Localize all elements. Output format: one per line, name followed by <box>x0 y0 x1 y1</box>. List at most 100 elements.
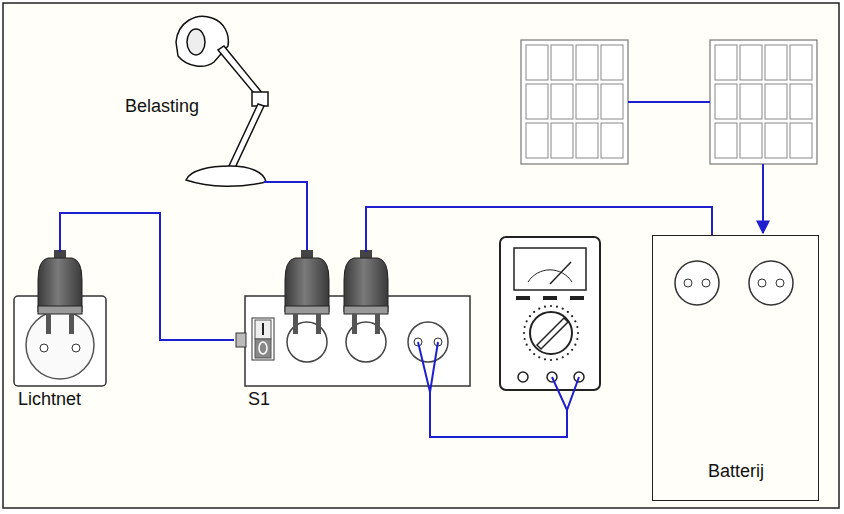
drawing-part <box>776 279 784 287</box>
drawing-part <box>187 29 205 55</box>
node-label: Lichtnet <box>18 390 81 410</box>
drawing-part <box>259 342 267 354</box>
drawing-part <box>574 320 576 322</box>
drawing-part <box>245 296 470 386</box>
panel-wire <box>628 101 710 103</box>
drawing-part <box>218 46 263 98</box>
drawing-part <box>715 45 737 80</box>
probe-wires <box>418 342 579 437</box>
solar-panels <box>521 40 817 164</box>
load-label: Belasting <box>125 97 199 117</box>
lamp-wire <box>264 182 307 250</box>
drawing-part <box>715 123 737 158</box>
panel-arrow <box>762 164 764 233</box>
drawing-part <box>408 322 448 362</box>
drawing-part <box>550 262 571 284</box>
battery-box: Batterij <box>652 235 819 501</box>
wire <box>60 213 234 340</box>
drawing-part <box>26 311 94 379</box>
drawing-part <box>552 377 579 410</box>
drawing-part <box>601 123 623 158</box>
drawing-part <box>544 358 546 360</box>
drawing-part <box>375 314 380 334</box>
drawing-part <box>544 306 546 308</box>
drawing-part <box>562 356 564 358</box>
drawing-part <box>571 349 573 351</box>
drawing-part <box>38 306 82 314</box>
drawing-part <box>316 314 321 334</box>
drawing-part <box>533 353 535 355</box>
drawing-part <box>285 250 329 334</box>
drawing-part <box>529 315 531 317</box>
drawing-part <box>576 326 578 328</box>
drawing-part <box>710 40 817 164</box>
drawing-part <box>526 344 528 346</box>
drawing-part <box>556 358 558 360</box>
drawing-part <box>529 349 531 351</box>
battery-sockets <box>675 261 793 305</box>
drawing-part <box>514 248 586 290</box>
drawing-part <box>765 123 787 158</box>
drawing-part <box>262 323 264 335</box>
drawing-part <box>715 84 737 119</box>
drawing-part <box>550 305 552 307</box>
drawing-part <box>790 123 812 158</box>
drawing-part <box>500 237 600 390</box>
drawing-part <box>526 123 548 158</box>
drawing-part <box>516 296 530 300</box>
power-strip <box>236 296 470 386</box>
drawing-part <box>567 311 569 313</box>
node-label: Batterij <box>708 462 764 482</box>
drawing-part <box>46 314 51 334</box>
drawing-part <box>14 296 106 386</box>
drawing-part <box>365 240 367 252</box>
drawing-part <box>702 279 710 287</box>
drawing-part <box>293 314 298 334</box>
drawing-part <box>352 314 357 334</box>
drawing-part <box>567 353 569 355</box>
drawing-part <box>538 308 540 310</box>
drawing-part <box>543 296 557 300</box>
multimeter <box>500 237 600 390</box>
drawing-part <box>570 296 584 300</box>
drawing-part <box>255 339 271 358</box>
drawing-part <box>344 258 388 312</box>
drawing-part <box>675 261 719 305</box>
drawing-part <box>418 342 438 392</box>
drawing-part <box>538 356 540 358</box>
drawing-part <box>69 314 74 334</box>
drawing-part <box>571 315 573 317</box>
drawing-part <box>537 318 568 349</box>
drawing-part <box>252 318 274 360</box>
drawing-part <box>758 279 766 287</box>
power-strip-node: S1 <box>234 240 472 386</box>
drawing-part <box>344 306 388 314</box>
drawing-part <box>528 270 572 282</box>
drawing-part <box>523 305 579 361</box>
drawing-part <box>533 311 535 313</box>
drawing-part <box>765 84 787 119</box>
drawing-part <box>526 84 548 119</box>
drawing-part <box>790 84 812 119</box>
drawing-part <box>38 250 82 334</box>
drawing-part <box>524 338 526 340</box>
drawing-part <box>344 250 388 334</box>
drawing-part <box>176 16 228 66</box>
drawing-part <box>576 123 598 158</box>
drawing-part <box>576 45 598 80</box>
drawing-part <box>285 306 329 314</box>
drawing-part <box>684 279 692 287</box>
drawing-part <box>576 84 598 119</box>
drawing-part <box>740 45 762 80</box>
drawing-part <box>551 45 573 80</box>
drawing-part <box>523 332 525 334</box>
drawing-part <box>556 306 558 308</box>
wall-socket <box>14 296 106 386</box>
drawing-part <box>285 258 329 312</box>
drawing-part <box>530 312 572 354</box>
plugs <box>38 250 388 334</box>
drawing-part <box>430 392 567 437</box>
